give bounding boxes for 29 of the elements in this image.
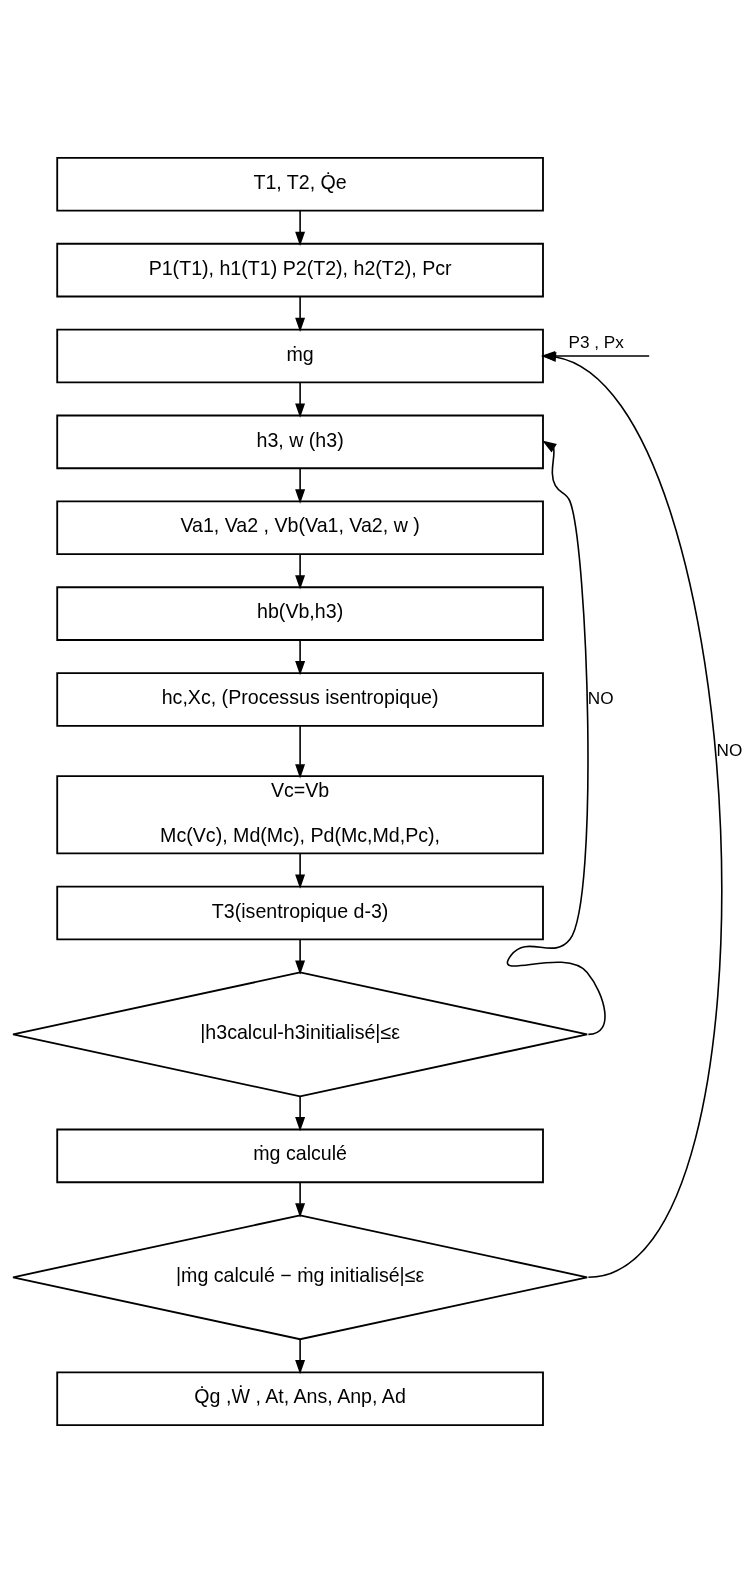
node-box: hc,Xc, (Processus isentropique) <box>56 671 544 727</box>
edge-label: NO <box>587 687 614 708</box>
arrow <box>295 852 306 889</box>
edge-label: NO <box>716 739 743 760</box>
node-diamond: |h3calcul-h3initialisé|≤ε <box>12 971 589 1097</box>
arrow <box>295 1181 306 1217</box>
node-box: P1(T1), h1(T1) P2(T2), h2(T2), Pcr <box>56 242 544 297</box>
arrow <box>295 639 306 675</box>
node-box: hb(Vb,h3) <box>56 585 544 641</box>
arrow <box>295 467 306 504</box>
arrow <box>295 725 306 778</box>
arrow <box>295 1338 306 1374</box>
arrow <box>295 938 306 975</box>
node-box: Va1, Va2 , Vb(Va1, Va2, w ) <box>56 499 544 555</box>
node-box: ṁg <box>56 328 544 383</box>
node-box: T1, T2, Q̇e <box>56 156 544 212</box>
arrow <box>295 381 306 418</box>
arrow <box>506 440 606 1035</box>
arrow <box>295 209 306 246</box>
arrow <box>295 1095 306 1131</box>
node-box: Vc=Vb Mc(Vc), Md(Mc), Pd(Mc,Md,Pc), <box>56 774 544 854</box>
node-box: T3(isentropique d-3) <box>56 885 544 940</box>
node-diamond: |ṁg calculé − ṁg initialisé|≤ε <box>12 1213 589 1340</box>
node-box: h3, w (h3) <box>56 414 544 469</box>
arrow <box>295 295 306 332</box>
node-box: Q̇g ,Ẇ , At, Ans, Anp, Ad <box>56 1370 544 1426</box>
edge-label: P3 , Px <box>568 331 624 352</box>
node-box: ṁg calculé <box>56 1128 544 1183</box>
arrow <box>295 553 306 589</box>
